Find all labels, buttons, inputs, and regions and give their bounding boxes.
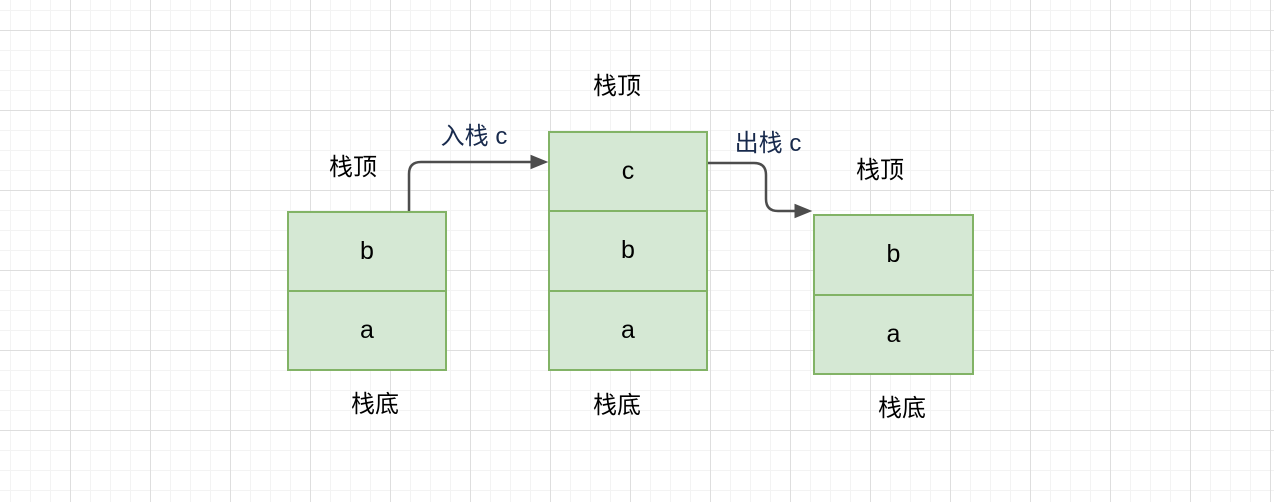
pop-arrowhead-icon — [794, 203, 813, 219]
push-arrow-label[interactable]: 入栈 c — [440, 123, 508, 150]
stack-cell[interactable]: b — [550, 210, 706, 289]
pop-arrow[interactable] — [708, 161, 813, 219]
stack-before-push[interactable]: b a — [287, 211, 447, 371]
stack-after-pop[interactable]: b a — [813, 214, 974, 375]
stack-cell[interactable]: c — [621, 157, 635, 186]
stack-cell[interactable]: a — [289, 290, 445, 369]
pop-arrow-line — [708, 161, 796, 213]
stack-cell[interactable]: b — [886, 240, 901, 269]
stack-top-label[interactable]: 栈顶 — [593, 73, 641, 100]
stack-top-label[interactable]: 栈顶 — [329, 154, 377, 181]
stack-bottom-label[interactable]: 栈底 — [593, 392, 641, 419]
stack-top-label[interactable]: 栈顶 — [856, 157, 904, 184]
push-arrow-line — [407, 160, 532, 211]
push-arrow[interactable] — [407, 154, 549, 212]
stack-after-push[interactable]: c b a — [548, 131, 708, 371]
pop-arrow-label[interactable]: 出栈 c — [734, 130, 802, 157]
stack-bottom-label[interactable]: 栈底 — [878, 395, 926, 422]
stack-cell[interactable]: a — [550, 289, 706, 369]
stack-bottom-label[interactable]: 栈底 — [351, 391, 399, 418]
stack-cell[interactable]: b — [360, 237, 374, 265]
stack-cell[interactable]: a — [815, 293, 972, 374]
push-arrowhead-icon — [530, 154, 549, 170]
